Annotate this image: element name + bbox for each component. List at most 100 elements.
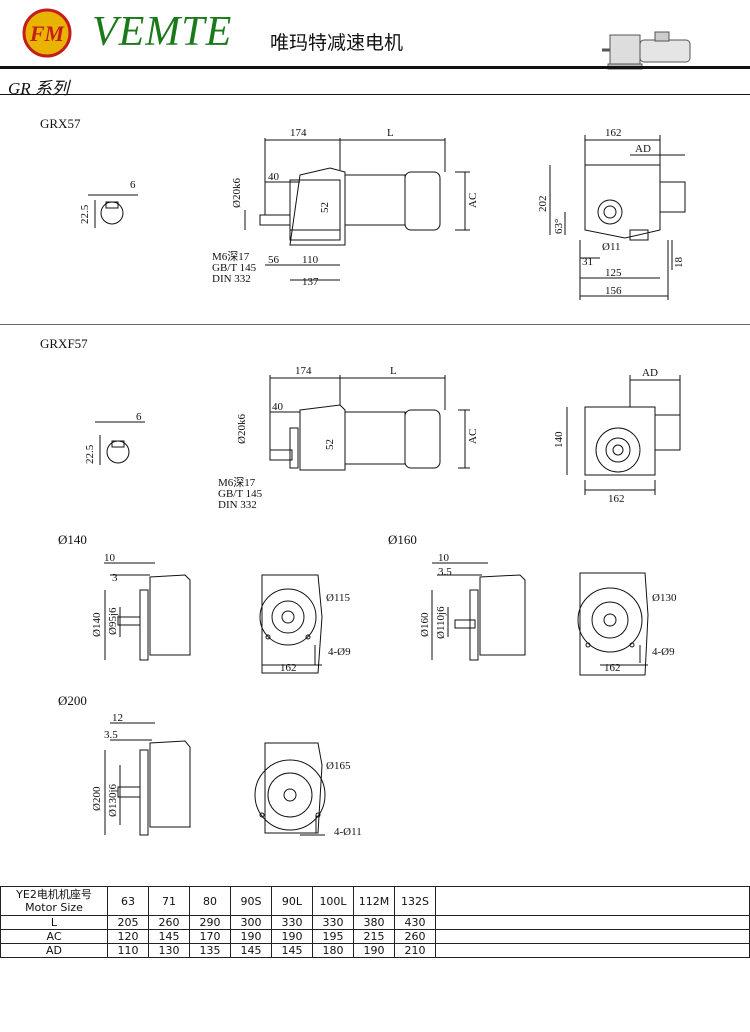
table-cell: 190 [230,929,272,944]
grx-side-162: 162 [605,127,622,139]
f160-d160: Ø160 [419,612,431,637]
grxf-shaft-height: 22.5 [84,444,96,464]
grx-side-18: 18 [673,257,685,269]
table-cell: 190 [271,929,313,944]
grx-side-63: 63° [553,219,565,234]
size-cell: 132S [394,886,436,916]
grx-dim-56: 56 [268,254,280,266]
series-title: GR 系列 [8,79,69,98]
grx-side-202: 202 [537,196,549,213]
table-row: L 205 260 290 300 330 330 380 430 [0,915,750,930]
f200-d130: Ø130j6 [107,784,119,818]
grx-thread-1: M6深17 [212,250,250,263]
table-row: AC 120 145 170 190 190 195 215 260 [0,929,750,944]
row-label: AD [0,943,108,958]
grx-dim-ac: AC [467,193,479,208]
table-cell: 205 [107,915,149,930]
f200-d35: 3.5 [104,729,118,741]
f160-pcd: Ø130 [652,592,677,604]
grxf-key-width: 6 [136,411,142,423]
grxf-thread-3: DIN 332 [218,499,257,511]
table-header-en: Motor Size [25,901,83,914]
size-cell: 80 [189,886,231,916]
brand-logo: FM [22,8,72,58]
table-cell: 300 [230,915,272,930]
size-cell: 63 [107,886,149,916]
brand-name: VEMTE [92,9,233,55]
table-cell: 145 [148,929,190,944]
series-divider [0,94,750,95]
table-cell: 120 [107,929,149,944]
table-row: AD 110 130 135 145 145 180 190 210 [0,943,750,958]
table-cell: 195 [312,929,354,944]
table-cell: 145 [230,943,272,958]
f160-holes: 4-Ø9 [652,646,675,658]
table-cell: 135 [189,943,231,958]
grxf-dim-40: 40 [272,401,284,413]
grxf-thread-1: M6深17 [218,476,256,489]
row-label: AC [0,929,108,944]
grx-drawing: 6 22.5 174 L 40 Ø20k6 52 AC M6深17 GB/T 1… [79,127,686,300]
f200-pcd: Ø165 [326,760,351,772]
grx-side-ad: AD [635,143,651,155]
f140-d3: 3 [112,572,118,584]
grx-key-width: 6 [130,179,136,191]
size-cell: 90L [271,886,313,916]
f140-title: Ø140 [58,532,87,547]
table-cell: 130 [148,943,190,958]
f140-width-162: 162 [280,662,297,674]
grxf-dim-ac: AC [467,429,479,444]
header: FM VEMTE 唯玛特减速电机 GR 系列 [0,0,750,98]
table-header-row: YE2电机机座号 Motor Size 63 71 80 90S 90L 100… [0,886,750,916]
f160-width-162: 162 [604,662,621,674]
grxf-side-ad: AD [642,367,658,379]
logo-text: FM [29,21,66,46]
grx-dim-137: 137 [302,276,319,288]
table-cell: 380 [353,915,395,930]
row-label: L [0,915,108,930]
table-cell: 215 [353,929,395,944]
grxf-dim-174: 174 [295,365,312,377]
header-divider [0,66,750,69]
grx-dim-40: 40 [268,171,280,183]
f140-holes: 4-Ø9 [328,646,351,658]
f140-d10: 10 [104,552,116,564]
grxf-title: GRXF57 [40,336,88,351]
size-cell: 112M [353,886,395,916]
motor-size-table: YE2电机机座号 Motor Size 63 71 80 90S 90L 100… [0,886,750,958]
grx-side-11: Ø11 [602,241,621,253]
grx-thread-3: DIN 332 [212,273,251,285]
grxf-dim-l: L [390,365,397,377]
grxf-side-162: 162 [608,493,625,505]
table-cell: 190 [353,943,395,958]
table-cell: 260 [394,929,436,944]
f200-holes: 4-Ø11 [334,826,362,838]
f200-d12: 12 [112,712,123,724]
empty-cell [435,943,750,958]
table-cell: 430 [394,915,436,930]
empty-cell [435,915,750,930]
table-cell: 170 [189,929,231,944]
f200-title: Ø200 [58,693,87,708]
table-cell: 145 [271,943,313,958]
table-cell: 330 [312,915,354,930]
grx-side-125: 125 [605,267,622,279]
grx-dim-110: 110 [302,254,319,266]
grxf-thread-2: GB/T 145 [218,488,263,500]
empty-cell [435,929,750,944]
grxf-side-140: 140 [553,431,565,448]
grxf-dim-shaft-dia: Ø20k6 [236,414,248,444]
table-header-cn: YE2电机机座号 [16,888,92,901]
brand-subtitle: 唯玛特减速电机 [270,32,404,54]
grx-side-156: 156 [605,285,622,297]
size-cell: 100L [312,886,354,916]
grx-dim-52: 52 [319,202,331,213]
grx-dim-174: 174 [290,127,307,139]
table-cell: 210 [394,943,436,958]
flange-140-160-drawing: 10 3 Ø140 Ø95j6 Ø115 4-Ø9 162 10 3.5 Ø16… [91,552,677,676]
grx-dim-l: L [387,127,394,139]
size-cell: 90S [230,886,272,916]
f200-d200: Ø200 [91,786,103,811]
table-cell: 180 [312,943,354,958]
grx-side-31: 31 [582,256,593,268]
